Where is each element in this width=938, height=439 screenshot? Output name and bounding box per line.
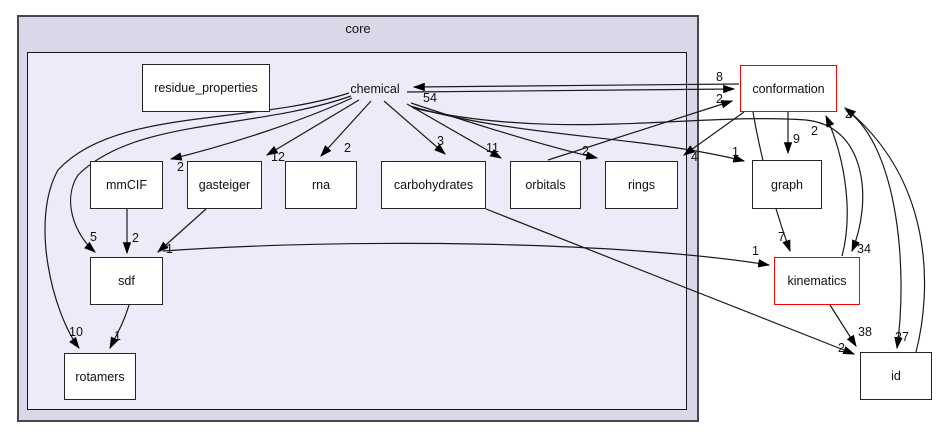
node-label-id: id: [891, 369, 901, 383]
node-orbitals[interactable]: orbitals: [510, 161, 581, 209]
edge-kinematics-to-id: [829, 304, 857, 348]
edge-label-orbitals-to-conformation: 2: [716, 92, 723, 106]
node-rings[interactable]: rings: [605, 161, 678, 209]
edge-label-chemical-to-conformation: 8: [716, 70, 723, 84]
node-carbohydrates[interactable]: carbohydrates: [381, 161, 486, 209]
node-label-conformation: conformation: [752, 81, 825, 96]
node-conformation[interactable]: conformation: [740, 65, 837, 112]
edge-label-kinematics-to-id: 38: [858, 325, 872, 339]
cluster-core-label: core: [345, 21, 371, 36]
node-label-carbohydrates: carbohydrates: [393, 178, 474, 192]
edge-label-id-to-conformation: 2: [845, 107, 852, 121]
node-kinematics[interactable]: kinematics: [774, 257, 860, 305]
node-gasteiger[interactable]: gasteiger: [187, 161, 262, 209]
node-label-chemical: chemical: [350, 82, 400, 96]
node-graph[interactable]: graph: [752, 160, 822, 209]
node-label-rotamers: rotamers: [75, 369, 125, 384]
node-label-mmcif: mmCIF: [106, 178, 147, 192]
edge-id-to-conformation: [844, 107, 926, 353]
node-residue-properties[interactable]: residue_properties: [142, 64, 270, 112]
edge-label-conformation-to-id: 37: [895, 330, 909, 344]
edge-label-chemical-to-graph: 1: [732, 145, 739, 159]
node-label-gasteiger: gasteiger: [198, 178, 251, 192]
node-label-orbitals: orbitals: [525, 178, 566, 192]
node-sdf[interactable]: sdf: [90, 257, 163, 305]
edge-label-conformation-to-kinematics: 7: [778, 230, 785, 244]
node-mmcif[interactable]: mmCIF: [90, 161, 163, 209]
node-id[interactable]: id: [860, 352, 932, 400]
node-rna[interactable]: rna: [285, 161, 357, 209]
node-rotamers[interactable]: rotamers: [64, 353, 136, 400]
node-label-rings: rings: [627, 178, 656, 192]
edge-label-carbohydrates-to-id: 2: [838, 341, 845, 355]
edge-label-conformation-to-graph: 9: [793, 132, 800, 146]
edge-label-sdf-to-kinematics: 1: [752, 244, 759, 258]
node-label-residue-properties: residue_properties: [154, 81, 258, 95]
edge-kinematics-to-conformation: [825, 114, 848, 257]
node-chemical: chemical: [340, 80, 410, 98]
edge-label-chemical-to-kinematics: 34: [857, 242, 871, 256]
node-label-kinematics: kinematics: [787, 274, 847, 288]
edge-conformation-to-id: [848, 111, 903, 350]
node-label-rna: rna: [311, 178, 331, 192]
node-label-sdf: sdf: [118, 274, 135, 288]
edge-label-kinematics-to-conformation: 2: [811, 124, 818, 138]
node-label-graph: graph: [771, 177, 803, 192]
